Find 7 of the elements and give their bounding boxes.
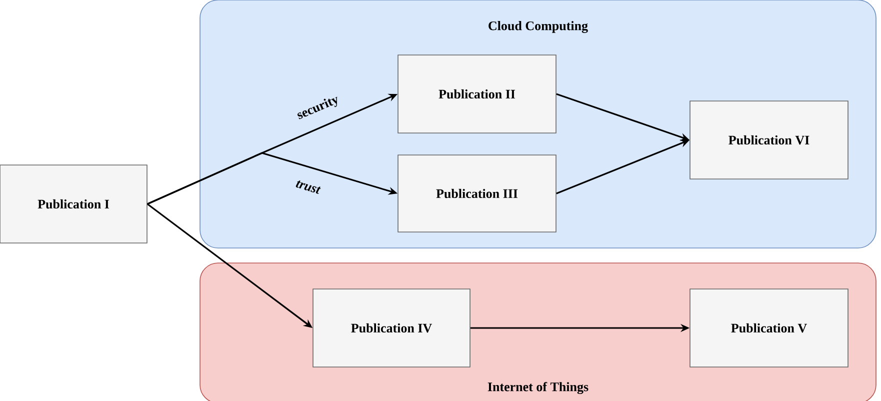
publication-box: Publication I bbox=[0, 164, 148, 244]
publication-box: Publication III bbox=[398, 154, 556, 232]
edge-label: trust bbox=[296, 180, 321, 194]
publication-box: Publication II bbox=[398, 54, 556, 134]
publication-box: Publication IV bbox=[312, 288, 470, 368]
publication-box: Publication V bbox=[690, 288, 848, 368]
publication-box: Publication VI bbox=[690, 100, 848, 180]
